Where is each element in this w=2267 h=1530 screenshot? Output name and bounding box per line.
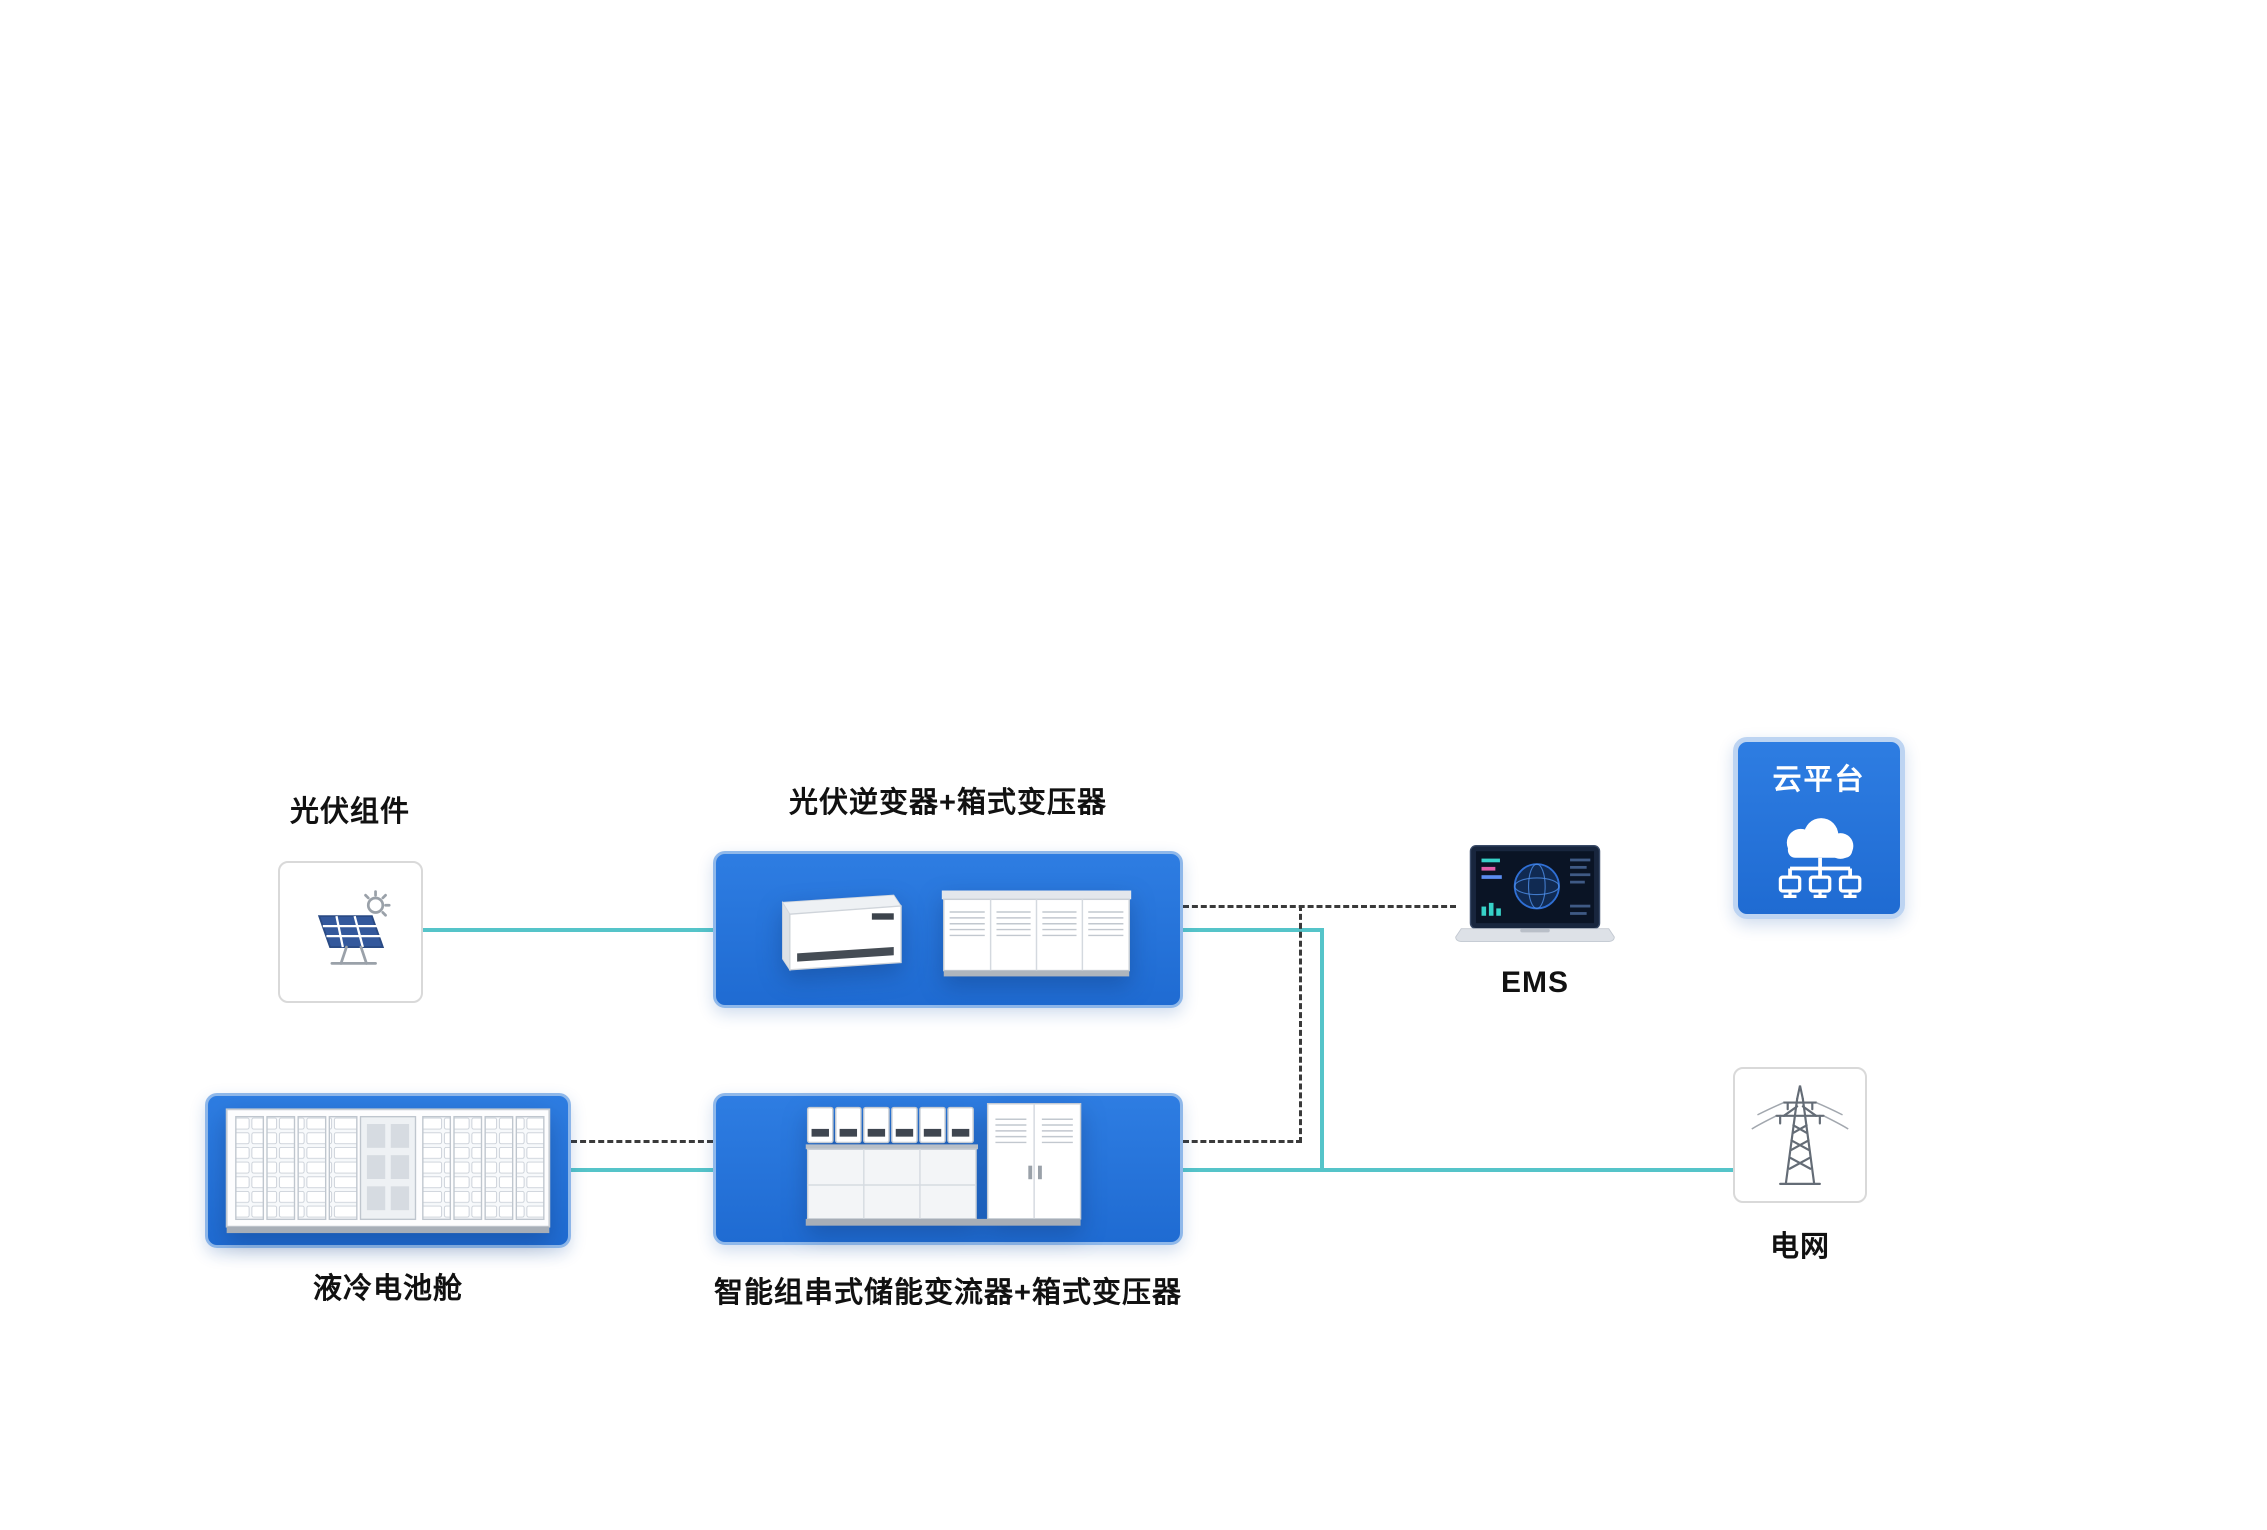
solar-panel-icon [317,889,391,965]
battery-container-label: 液冷电池舱 [312,1273,463,1305]
ems-dashboard-laptop-icon [1455,844,1615,943]
battery-container-card [205,1093,571,1248]
power-line-inverter-to-bus [1183,928,1324,932]
signal-line-ems-to-converter [1183,1140,1302,1143]
ems-label: EMS [1500,966,1569,999]
signal-line-inverter-to-ems [1183,905,1456,908]
box-transformer-icon [986,1103,1082,1221]
storage-converter-label: 智能组串式储能变流器+箱式变压器 [714,1277,1182,1309]
storage-converter-card [713,1093,1183,1245]
signal-line-ems-branch-vertical [1299,905,1302,1143]
cloud-network-icon [1778,818,1862,899]
cloud-platform-card: 云平台 [1733,737,1905,919]
power-line-battery-to-converter [571,1168,713,1172]
pv-inverter-label: 光伏逆变器+箱式变压器 [789,787,1107,819]
grid-label: 电网 [1769,1231,1830,1263]
pv-modules-label: 光伏组件 [289,796,410,828]
box-transformer-icon [941,890,1132,977]
pv-modules-card [278,861,423,1003]
grid-card [1733,1067,1867,1203]
power-line-pv-to-inverter [423,928,713,932]
pv-inverter-icon [781,894,902,972]
ems-node [1452,842,1618,954]
string-pcs-icon [805,1103,1082,1227]
pv-inverter-card [713,851,1183,1008]
battery-container-icon [225,1108,551,1233]
transmission-tower-icon [1751,1085,1849,1186]
power-line-converter-to-grid [1183,1168,1733,1172]
cloud-platform-label: 云平台 [1772,764,1866,797]
signal-line-battery-to-converter [571,1140,713,1143]
power-line-bus-vertical [1320,928,1324,1172]
